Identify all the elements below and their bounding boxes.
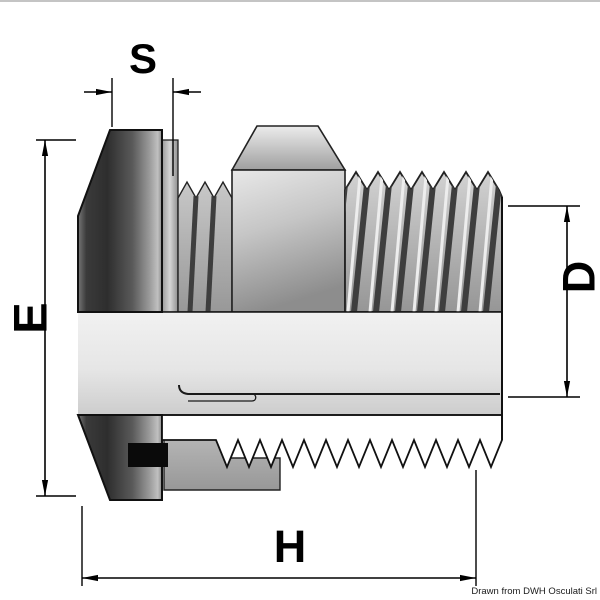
- dimension-e-label: E: [4, 302, 57, 333]
- thread-profile-sawtooth: [161, 414, 503, 470]
- dimension-s-label: S: [129, 35, 157, 82]
- credit-text: Drawn from DWH Osculati Srl: [471, 586, 597, 597]
- dimension-h-label: H: [274, 521, 307, 572]
- dimension-d: [508, 205, 580, 398]
- thread-section: [344, 170, 503, 313]
- neck-washer-shape: [161, 139, 179, 313]
- body-band-shape: [78, 312, 502, 415]
- dimension-d-label: D: [554, 261, 600, 294]
- bore-line: [178, 384, 500, 395]
- dimension-e: [36, 139, 76, 497]
- thread-flank-shading: [345, 175, 502, 312]
- dimension-h: [81, 470, 477, 586]
- flange-upper-shape: [77, 129, 163, 313]
- hex-nut-shape: [230, 125, 347, 313]
- flange-notch-shape: [128, 443, 168, 467]
- dimension-s: [84, 78, 201, 176]
- collar-ridges: [177, 180, 233, 313]
- bore-slot-line: [188, 393, 257, 402]
